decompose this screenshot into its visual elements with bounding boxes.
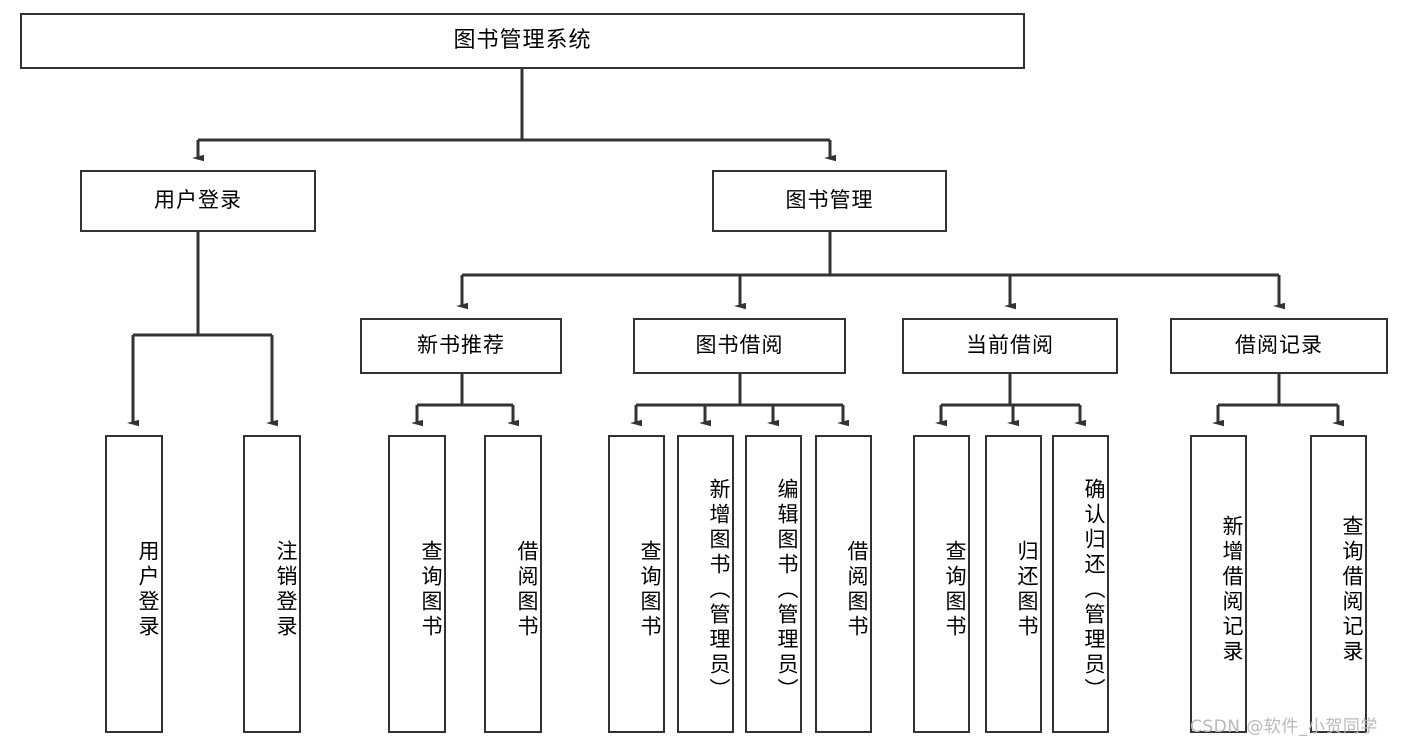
leaf-query-book-cb[interactable]: 查询图书 bbox=[913, 435, 970, 733]
leaf-query-book-nbr[interactable]: 查询图书 bbox=[388, 435, 446, 733]
leaf-edit-book-admin[interactable]: 编辑图书（管理员） bbox=[745, 435, 802, 733]
node-current-borrow[interactable]: 当前借阅 bbox=[902, 318, 1118, 374]
watermark: CSDN @软件_小贺同学 bbox=[1190, 717, 1378, 737]
leaf-query-borrow-record[interactable]: 查询借阅记录 bbox=[1310, 435, 1367, 733]
leaf-user-login[interactable]: 用户登录 bbox=[105, 435, 163, 733]
node-new-book-recommend[interactable]: 新书推荐 bbox=[360, 318, 562, 374]
leaf-borrow-book-bb[interactable]: 借阅图书 bbox=[815, 435, 872, 733]
node-book-borrow[interactable]: 图书借阅 bbox=[633, 318, 846, 374]
leaf-return-book[interactable]: 归还图书 bbox=[985, 435, 1042, 733]
node-root[interactable]: 图书管理系统 bbox=[20, 13, 1025, 69]
node-borrow-record[interactable]: 借阅记录 bbox=[1170, 318, 1388, 374]
leaf-query-book-bb[interactable]: 查询图书 bbox=[608, 435, 665, 733]
node-user-login[interactable]: 用户登录 bbox=[80, 170, 316, 232]
leaf-borrow-book-nbr[interactable]: 借阅图书 bbox=[484, 435, 542, 733]
leaf-confirm-return-admin[interactable]: 确认归还（管理员） bbox=[1052, 435, 1109, 733]
leaf-add-borrow-record[interactable]: 新增借阅记录 bbox=[1190, 435, 1247, 733]
leaf-add-book-admin[interactable]: 新增图书（管理员） bbox=[677, 435, 734, 733]
leaf-logout[interactable]: 注销登录 bbox=[243, 435, 301, 733]
node-book-management[interactable]: 图书管理 bbox=[712, 170, 947, 232]
